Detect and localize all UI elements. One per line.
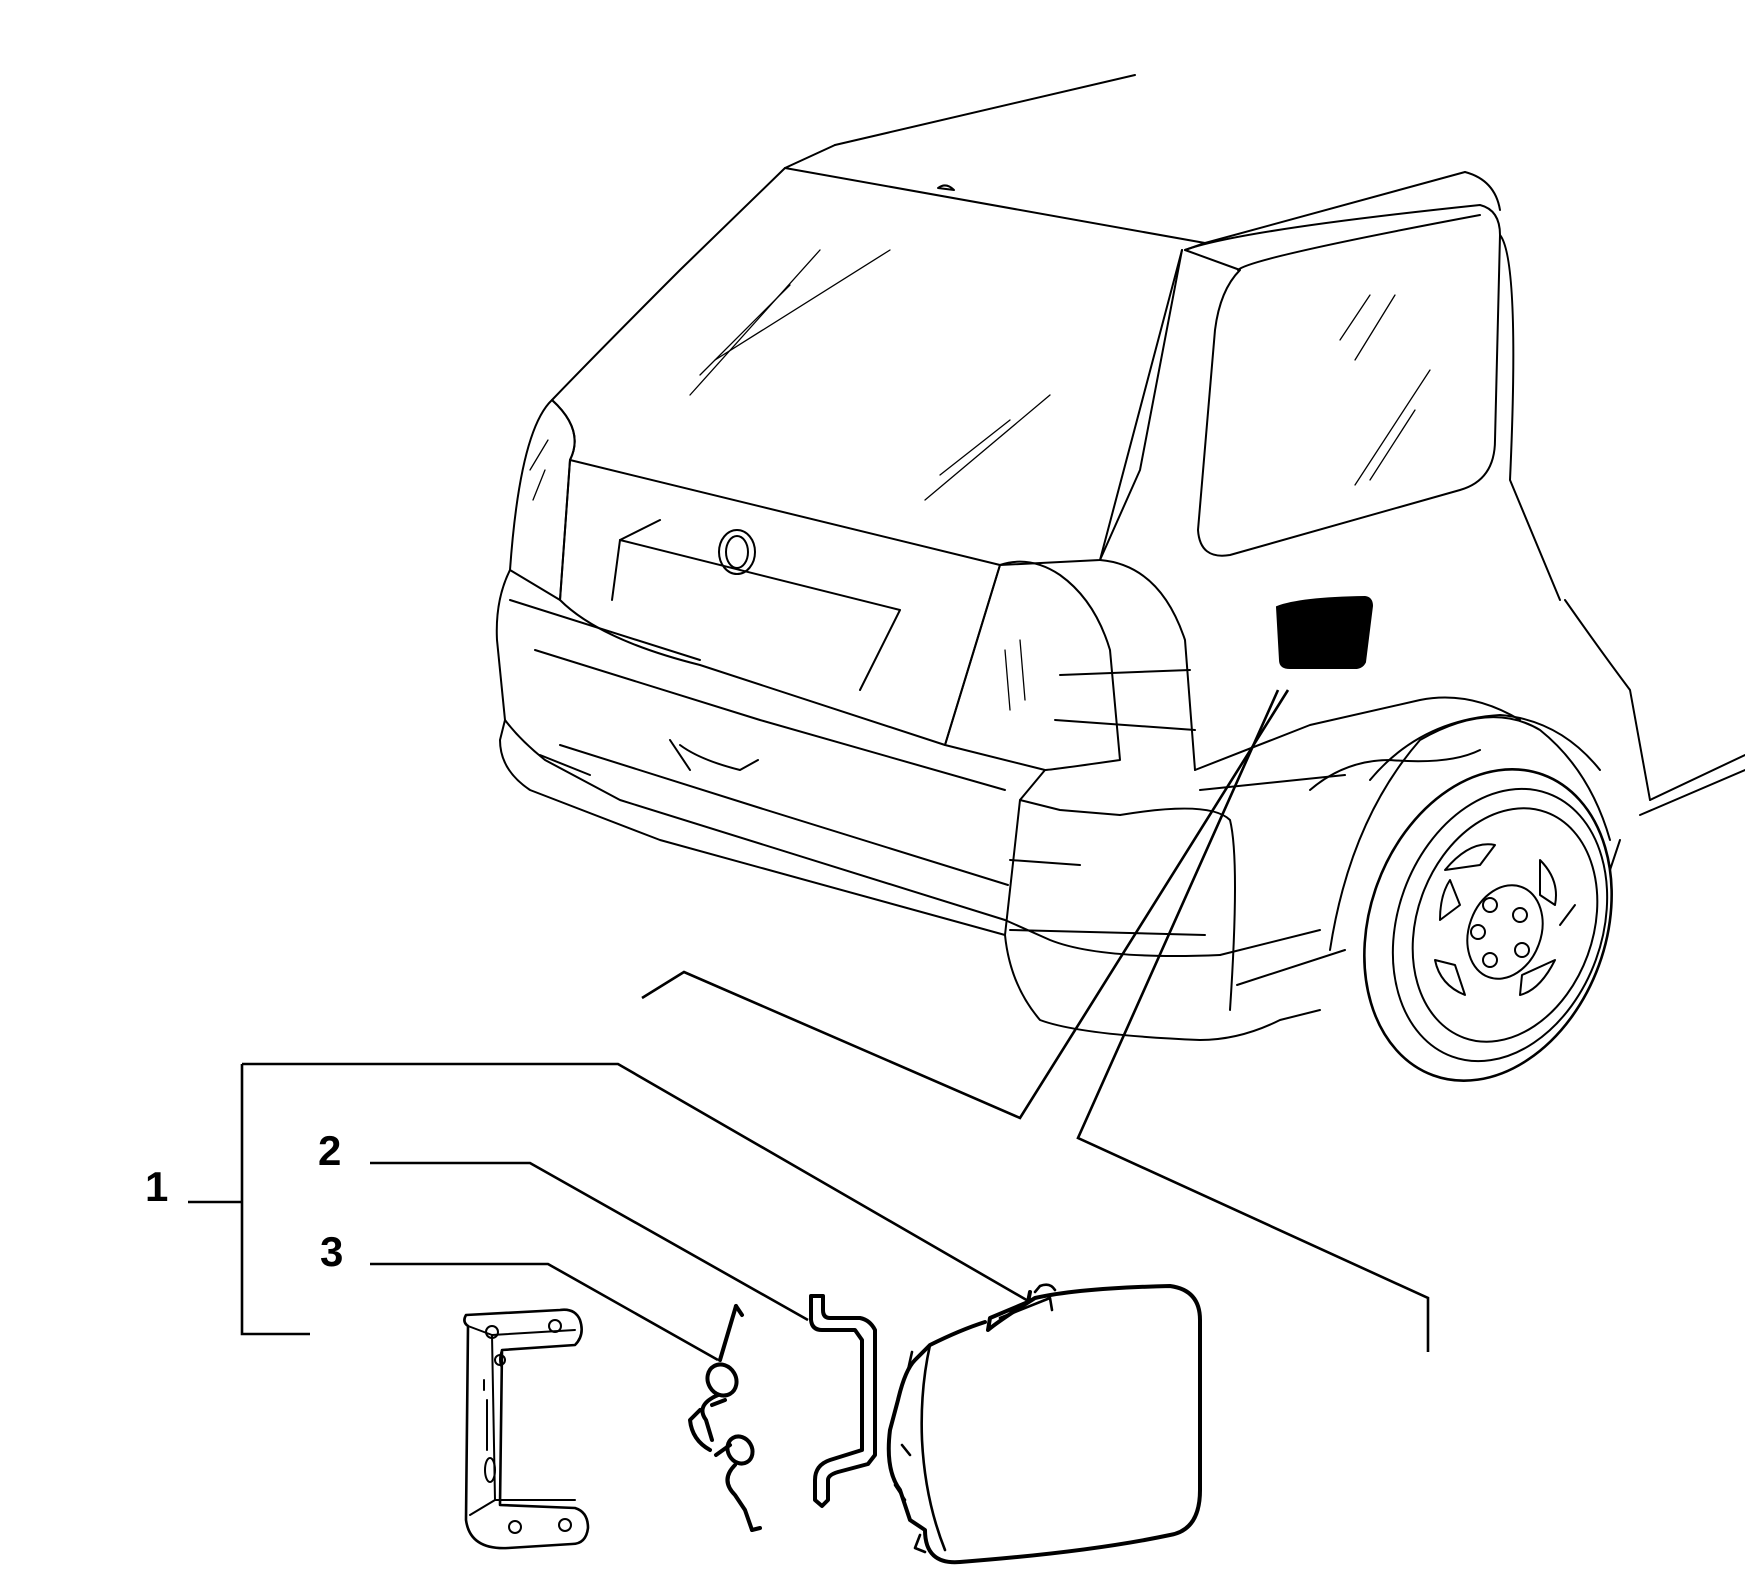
spring-part: [688, 1304, 762, 1532]
callout-number: 1: [145, 1163, 168, 1210]
bracket-part: [463, 1308, 590, 1550]
leader-lines: [188, 689, 1430, 1362]
callout-number: 2: [318, 1127, 341, 1174]
car-rear-view: [495, 74, 1745, 1082]
callout-labels: 1 2 3: [145, 1127, 343, 1275]
fuel-flap-highlight: [1275, 595, 1374, 669]
callout-number: 3: [320, 1228, 343, 1275]
fuel-flap-part: [886, 1283, 1202, 1565]
rod-part: [809, 1294, 877, 1508]
